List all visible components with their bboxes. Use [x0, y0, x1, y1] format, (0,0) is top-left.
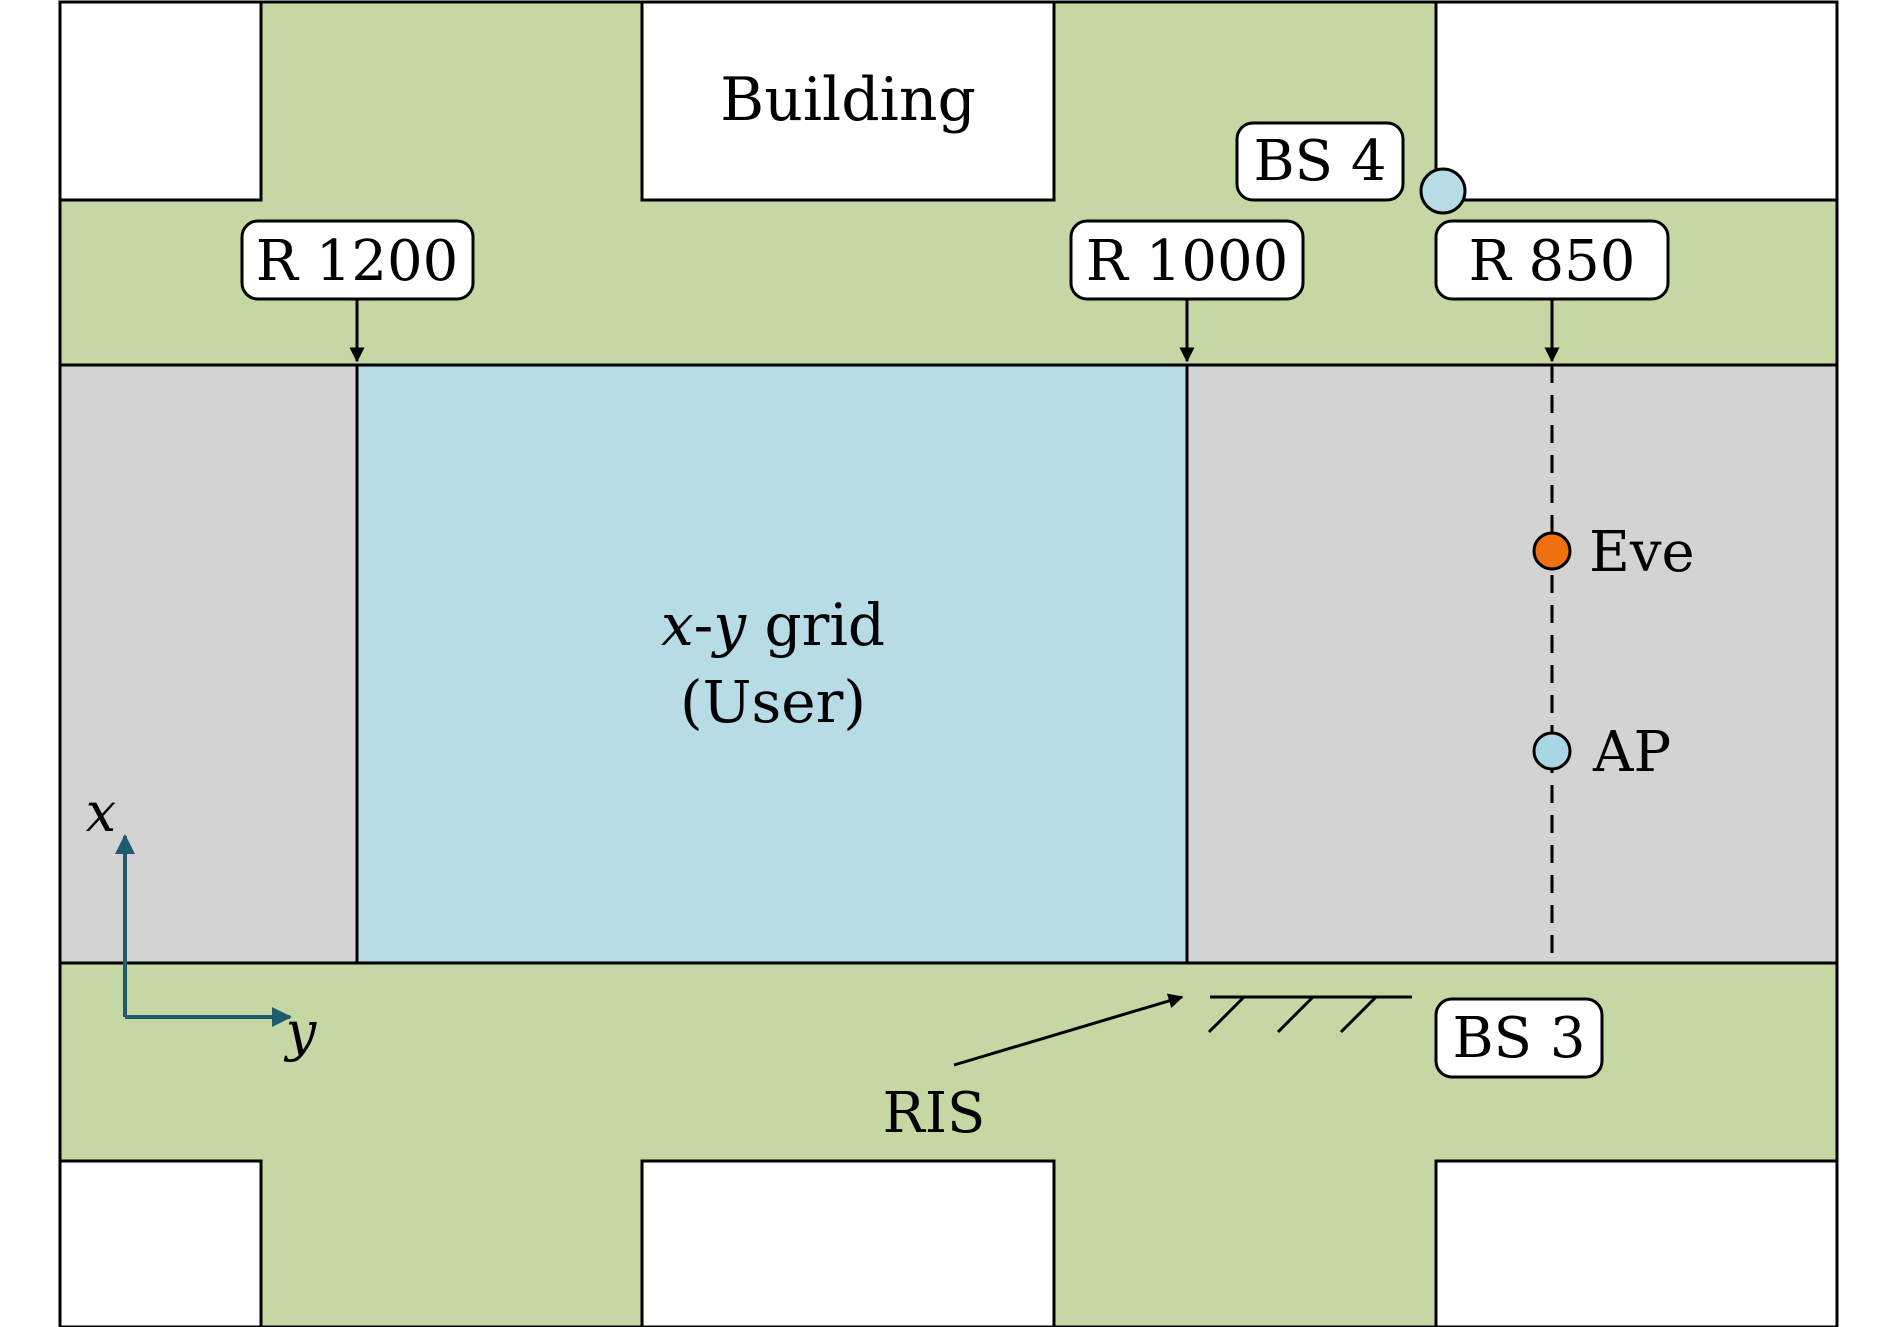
route-r850-box: [1434, 219, 1670, 301]
side-lane-left: [60, 365, 357, 963]
building-bottom-left: [58, 1159, 263, 1327]
eve: Eve: [1532, 520, 1695, 585]
route-r1200-label: R 1200: [256, 229, 458, 294]
grid-user-label: (User): [680, 668, 866, 736]
bs4-label: BS 4: [1254, 129, 1387, 194]
map-frame: [58, 0, 1839, 1327]
bs4-box: [1235, 121, 1405, 202]
ap: AP: [1532, 720, 1671, 785]
ris-hatch: [1207, 995, 1246, 1034]
user-grid-area: [357, 365, 1187, 963]
bs3: BS 3: [1434, 997, 1604, 1079]
route-r850: R 850: [1434, 219, 1670, 363]
route-r1200: R 1200: [240, 219, 475, 363]
ris: RIS: [883, 993, 1412, 1146]
building-bottom-right: [1434, 1159, 1839, 1327]
bs3-label: BS 3: [1453, 1006, 1586, 1071]
building-bottom-center: [640, 1159, 1056, 1327]
coordinate-axes: x y: [86, 781, 318, 1063]
ris-pointer-arrow: [953, 993, 1184, 1067]
grid-label: x-y grid: [661, 591, 885, 659]
eve-marker-icon: [1532, 531, 1572, 571]
eve-label: Eve: [1589, 520, 1695, 585]
building-label: Building: [720, 65, 976, 135]
route-r850-label: R 850: [1469, 229, 1636, 294]
axis-y-label: y: [284, 1000, 318, 1063]
building-top-right: [1434, 0, 1839, 202]
axis-x-label: x: [86, 781, 116, 844]
ris-hatch: [1276, 995, 1315, 1034]
bs4: BS 4: [1235, 121, 1467, 215]
building-top-center: [640, 0, 1056, 202]
route-r1000-label: R 1000: [1086, 229, 1288, 294]
ap-marker-icon: [1532, 731, 1572, 771]
ris-hatch: [1339, 995, 1378, 1034]
route-r1200-box: [240, 219, 475, 301]
route-r1000-box: [1069, 219, 1305, 301]
bs4-marker-icon: [1419, 167, 1467, 215]
ris-label: RIS: [883, 1081, 986, 1146]
bs3-box: [1434, 997, 1604, 1079]
ap-label: AP: [1592, 720, 1671, 785]
route-r1000: R 1000: [1069, 219, 1305, 363]
building-top-left: [58, 0, 263, 202]
side-lane-right: [1187, 365, 1837, 963]
